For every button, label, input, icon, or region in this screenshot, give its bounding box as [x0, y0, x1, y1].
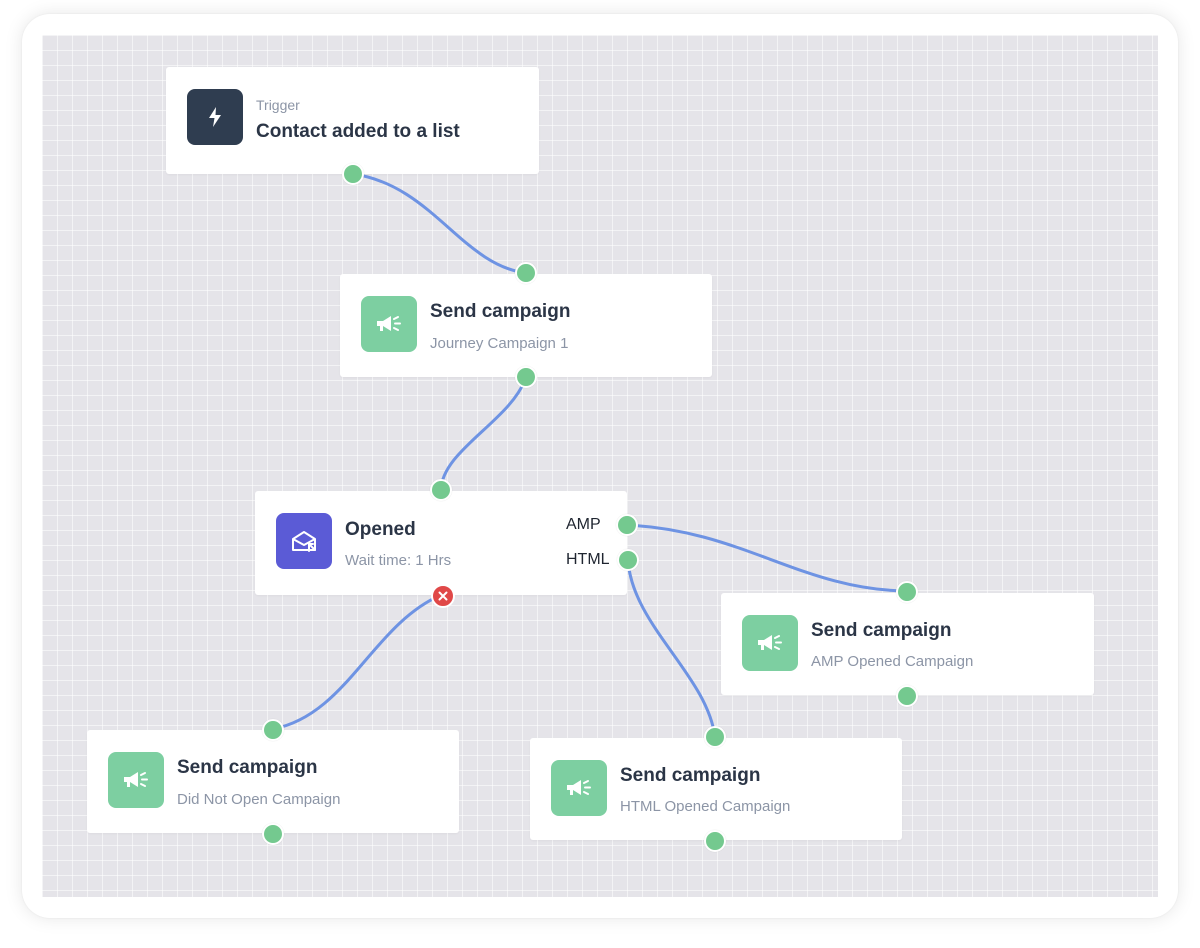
megaphone-icon	[108, 752, 164, 808]
port-send-not-opened-out[interactable]	[262, 823, 284, 845]
trigger-node[interactable]: Trigger Contact added to a list	[166, 67, 539, 174]
edge-trigger-to-send-1	[351, 172, 528, 275]
opened-title: Opened	[345, 519, 416, 540]
branch-label-html: HTML	[566, 551, 610, 568]
trigger-title: Contact added to a list	[256, 121, 460, 142]
send-campaign-1-subtitle: Journey Campaign 1	[430, 335, 569, 352]
port-send-not-opened-in[interactable]	[262, 719, 284, 741]
connection-layer	[271, 172, 909, 739]
envelope-open-icon	[276, 513, 332, 569]
port-opened-amp-out[interactable]	[616, 514, 638, 536]
port-send-1-in[interactable]	[515, 262, 537, 284]
port-send-html-in[interactable]	[704, 726, 726, 748]
lightning-icon	[187, 89, 243, 145]
port-opened-html-out[interactable]	[617, 549, 639, 571]
port-send-1-out[interactable]	[515, 366, 537, 388]
port-send-amp-out[interactable]	[896, 685, 918, 707]
send-campaign-html-subtitle: HTML Opened Campaign	[620, 798, 791, 815]
send-campaign-not-opened-title: Send campaign	[177, 757, 318, 778]
send-campaign-1-title: Send campaign	[430, 301, 571, 322]
opened-wait-time: Wait time: 1 Hrs	[345, 552, 452, 569]
port-not-opened-out-icon[interactable]	[431, 584, 455, 608]
send-campaign-amp-subtitle: AMP Opened Campaign	[811, 653, 974, 670]
send-campaign-not-opened-subtitle: Did Not Open Campaign	[177, 791, 341, 808]
edge-html-to-send-html	[626, 558, 717, 739]
port-send-amp-in[interactable]	[896, 581, 918, 603]
port-trigger-out[interactable]	[342, 163, 364, 185]
send-campaign-node-not-opened[interactable]: Send campaign Did Not Open Campaign	[87, 730, 459, 833]
port-opened-in[interactable]	[430, 479, 452, 501]
megaphone-icon	[551, 760, 607, 816]
opened-condition-node[interactable]: Opened Wait time: 1 Hrs AMP HTML	[255, 491, 627, 595]
branch-label-amp: AMP	[566, 516, 601, 533]
megaphone-icon	[742, 615, 798, 671]
send-campaign-node-amp[interactable]: Send campaign AMP Opened Campaign	[721, 593, 1094, 695]
port-send-html-out[interactable]	[704, 830, 726, 852]
megaphone-icon	[361, 296, 417, 352]
send-campaign-amp-title: Send campaign	[811, 620, 952, 641]
edge-send-1-to-opened	[439, 375, 528, 492]
send-campaign-node-html[interactable]: Send campaign HTML Opened Campaign	[530, 738, 902, 840]
trigger-label: Trigger	[256, 97, 300, 113]
edge-amp-to-send-amp	[625, 523, 909, 593]
send-campaign-node-1[interactable]: Send campaign Journey Campaign 1	[340, 274, 712, 377]
edge-not-opened-to-send	[271, 593, 443, 731]
send-campaign-html-title: Send campaign	[620, 765, 761, 786]
journey-canvas[interactable]: Trigger Contact added to a list Send cam…	[42, 35, 1158, 897]
